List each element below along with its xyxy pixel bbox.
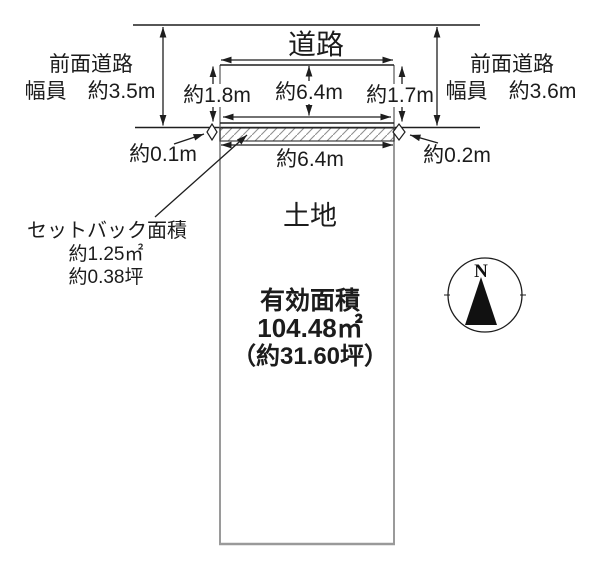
dim-center-width-label: 約6.4m	[275, 81, 343, 104]
effective-area-tsubo: （約31.60坪）	[232, 342, 388, 370]
dim-right-depth-label: 約1.7m	[366, 84, 434, 107]
offset-pointer-right	[409, 134, 439, 144]
dim-left-depth-label: 約1.8m	[183, 84, 251, 107]
front-road-left-width: 幅員 約3.5m	[25, 80, 156, 103]
label-backplate-left	[183, 84, 251, 107]
compass-icon: N	[444, 257, 526, 333]
effective-area-sqm: 104.48㎡	[257, 313, 363, 343]
front-road-left-title: 前面道路	[49, 53, 133, 76]
compass-needle	[465, 277, 497, 325]
setback-area-title: セットバック面積	[27, 219, 187, 242]
front-road-right-width: 幅員 約3.6m	[446, 80, 577, 103]
land-label: 土地	[283, 201, 337, 231]
dim-frontage-label: 約6.4m	[276, 148, 344, 171]
label-backplate-center	[263, 81, 355, 104]
effective-area-title: 有効面積	[260, 286, 360, 315]
offset-label-left: 約0.1m	[129, 143, 197, 166]
setback-hatch-strip	[219, 127, 395, 142]
setback-note-pointer	[154, 134, 248, 218]
setback-area-sqm: 約1.25㎡	[69, 242, 144, 265]
setback-diamond-right	[392, 123, 406, 141]
offset-label-right: 約0.2m	[423, 144, 491, 167]
offset-pointer-left	[173, 133, 205, 145]
compass-north-label: N	[474, 261, 488, 282]
setback-diamond-left	[206, 122, 218, 142]
setback-area-tsubo: 約0.38坪	[69, 266, 144, 288]
label-backplate-right	[366, 84, 434, 107]
road-label: 道路	[288, 29, 344, 60]
front-road-right-title: 前面道路	[470, 53, 554, 76]
